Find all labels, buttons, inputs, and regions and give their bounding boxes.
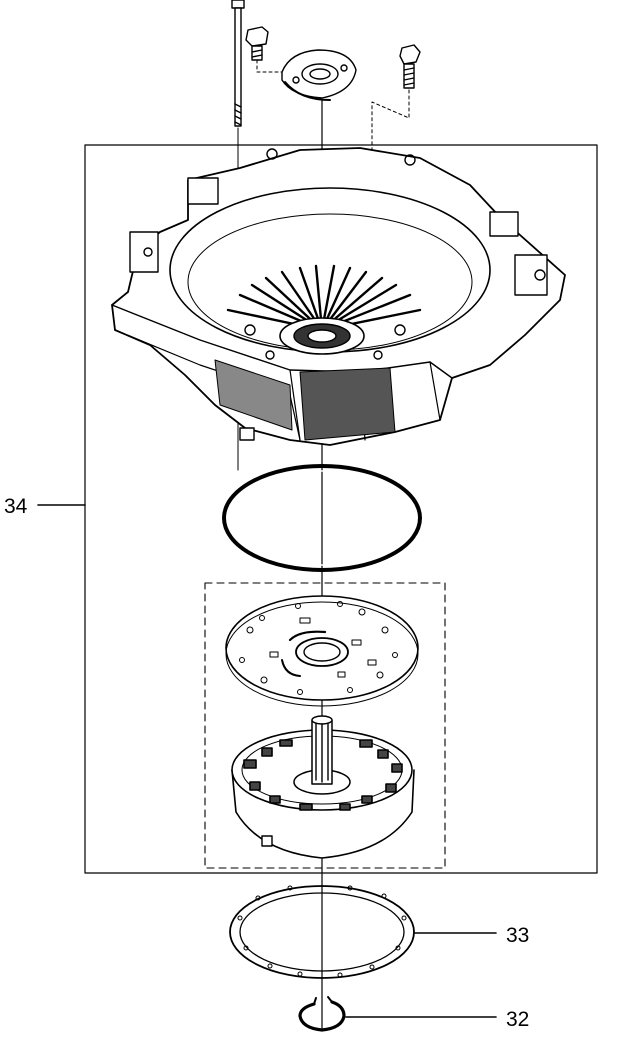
callout-34: 34 [4,495,28,518]
short-bolt-icon [245,26,286,73]
snap-ring-icon [298,996,346,1032]
callout-32: 32 [506,1008,529,1031]
pump-subassembly-box [204,582,446,869]
bell-housing-icon [111,147,566,446]
pump-body-icon [231,715,415,859]
callout-33: 33 [506,924,529,947]
assembly-frame-34 [84,144,598,874]
pump-gasket-icon [229,885,415,979]
o-ring-icon [222,464,422,572]
seal-retainer-icon [281,49,357,101]
pump-cover-plate-icon [225,595,419,707]
